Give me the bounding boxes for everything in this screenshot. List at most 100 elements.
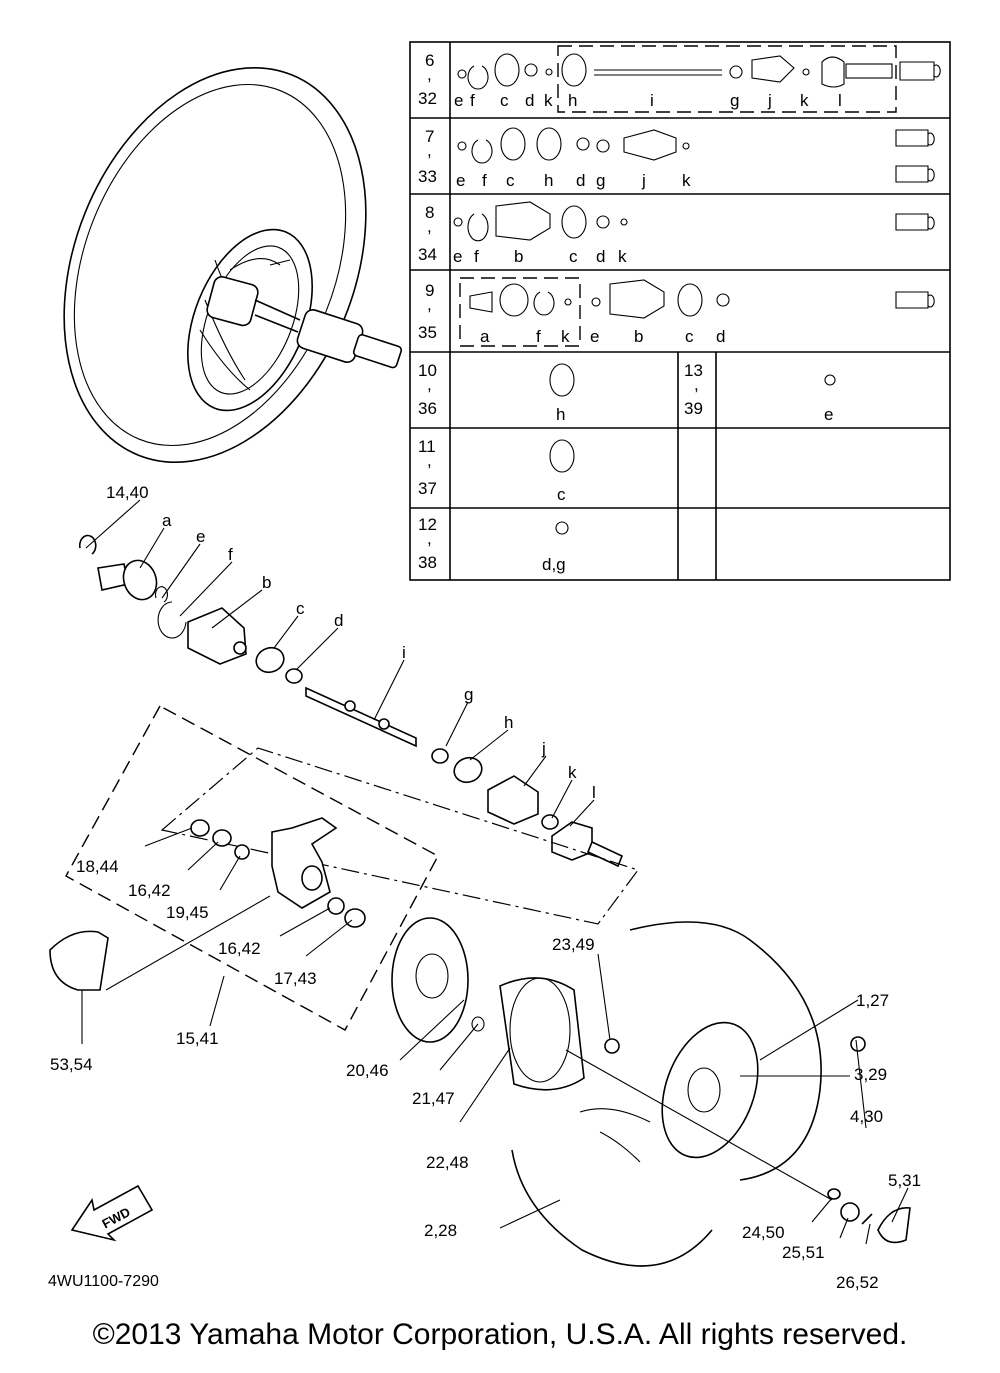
row-6-letter-c: c — [500, 91, 509, 110]
row-11-top: 11 — [418, 437, 436, 456]
row-7-letter-d: d — [576, 171, 585, 190]
row-7-bottom: 33 — [418, 167, 437, 186]
callout-17-43: 17,43 — [274, 969, 317, 988]
row-10-bottom: 36 — [418, 399, 437, 418]
row-12-sep: , — [427, 529, 432, 548]
callout-i: i — [402, 643, 406, 662]
callout-g: g — [464, 685, 473, 704]
row-8-sep: , — [427, 217, 432, 236]
row-7-letter-g: g — [596, 171, 605, 190]
driveshaft-exploded — [78, 534, 624, 868]
callout-3-29: 3,29 — [854, 1065, 887, 1084]
lower-wheel-assembly — [391, 917, 911, 1267]
row-6-top: 6 — [425, 51, 434, 70]
callout-53-54: 53,54 — [50, 1055, 93, 1074]
callout-a: a — [162, 511, 172, 530]
row-6-letter-k: k — [544, 91, 553, 110]
row-6-letter-e: e — [454, 91, 463, 110]
row-9-letter-c: c — [685, 327, 694, 346]
row-11-bottom: 37 — [418, 479, 437, 498]
row-6-bottom: 32 — [418, 89, 437, 108]
row-10-top: 10 — [418, 361, 437, 380]
row-8-letter-b: b — [514, 247, 523, 266]
callout-c: c — [296, 599, 305, 618]
callout-labels: 14,40 a e f b c d i g h j k l 18,44 16,4… — [50, 483, 921, 1292]
row-13-top: 13 — [684, 361, 703, 380]
callout-18-44: 18,44 — [76, 857, 119, 876]
row-13-letter-e: e — [824, 405, 833, 424]
copyright-notice: ©2013 Yamaha Motor Corporation, U.S.A. A… — [92, 1318, 908, 1351]
row-10-letter-h: h — [556, 405, 565, 424]
row-6-letter-h: h — [568, 91, 577, 110]
leader-lines — [81, 499, 909, 1245]
diagram-code: 4WU1100-7290 — [48, 1273, 159, 1290]
row-12-bottom: 38 — [418, 553, 437, 572]
fwd-arrow: FWD — [70, 1184, 154, 1242]
callout-e: e — [196, 527, 205, 546]
row-6-sep: , — [427, 65, 432, 84]
callout-16-42-lower: 16,42 — [218, 939, 261, 958]
row-9-bottom: 35 — [418, 323, 437, 342]
callout-b: b — [262, 573, 271, 592]
row-9-parts — [469, 279, 935, 319]
callout-d: d — [334, 611, 343, 630]
row-7-letter-h: h — [544, 171, 553, 190]
row-6-letter-l: l — [838, 91, 842, 110]
callout-4-30: 4,30 — [850, 1107, 883, 1126]
callout-l: l — [592, 783, 596, 802]
row-7-letter-e: e — [456, 171, 465, 190]
row-13-sep: , — [694, 375, 699, 394]
callout-1-27: 1,27 — [856, 991, 889, 1010]
row-6-letter-k2: k — [800, 91, 809, 110]
callout-23-49: 23,49 — [552, 935, 595, 954]
row-11-sep: , — [427, 451, 432, 470]
row-6-letter-i: i — [650, 91, 654, 110]
callout-16-42-upper: 16,42 — [128, 881, 171, 900]
row-9-letter-b: b — [634, 327, 643, 346]
row-12-letter-dg: d,g — [542, 555, 566, 574]
callout-15-41: 15,41 — [176, 1029, 219, 1048]
callout-h: h — [504, 713, 513, 732]
callout-5-31: 5,31 — [888, 1171, 921, 1190]
callout-f: f — [228, 545, 233, 564]
row-9-letter-a: a — [480, 327, 490, 346]
row-7-parts — [457, 127, 935, 183]
row-8-letter-e: e — [453, 247, 462, 266]
row-7-top: 7 — [425, 127, 434, 146]
callout-20-46: 20,46 — [346, 1061, 389, 1080]
row-13-bottom: 39 — [684, 399, 703, 418]
row-9-letter-d: d — [716, 327, 725, 346]
callout-22-48: 22,48 — [426, 1153, 469, 1172]
callout-21-47: 21,47 — [412, 1089, 455, 1108]
row-9-letter-e: e — [590, 327, 599, 346]
kit-table: 6 , 32 7 , 33 8 , 34 9 , 35 10 , 36 11 ,… — [409, 41, 951, 581]
row-9-top: 9 — [425, 281, 434, 300]
row-8-top: 8 — [425, 203, 434, 222]
callout-24-50: 24,50 — [742, 1223, 785, 1242]
row-8-letter-k: k — [618, 247, 627, 266]
row-12-top: 12 — [418, 515, 437, 534]
row-8-letter-f: f — [474, 247, 479, 266]
row-7-letter-f: f — [482, 171, 487, 190]
knuckle-assembly — [49, 705, 639, 1031]
row-6-letter-j: j — [767, 91, 772, 110]
row-9-letter-k: k — [561, 327, 570, 346]
row-6-letter-g: g — [730, 91, 739, 110]
row-11-letter-c: c — [557, 485, 566, 504]
row-10-sep: , — [427, 375, 432, 394]
callout-j: j — [541, 739, 546, 758]
row-9-sep: , — [427, 295, 432, 314]
row-8-bottom: 34 — [418, 245, 437, 264]
callout-2-28: 2,28 — [424, 1221, 457, 1240]
callout-26-52: 26,52 — [836, 1273, 879, 1292]
row-7-letter-k: k — [682, 171, 691, 190]
row-7-sep: , — [427, 141, 432, 160]
row-8-letter-d: d — [596, 247, 605, 266]
row-8-parts — [453, 201, 935, 242]
upper-wheel-assembly — [63, 67, 403, 463]
row-8-letter-c: c — [569, 247, 578, 266]
row-7-letter-c: c — [506, 171, 515, 190]
row-6-letter-f: f — [470, 91, 475, 110]
callout-25-51: 25,51 — [782, 1243, 825, 1262]
